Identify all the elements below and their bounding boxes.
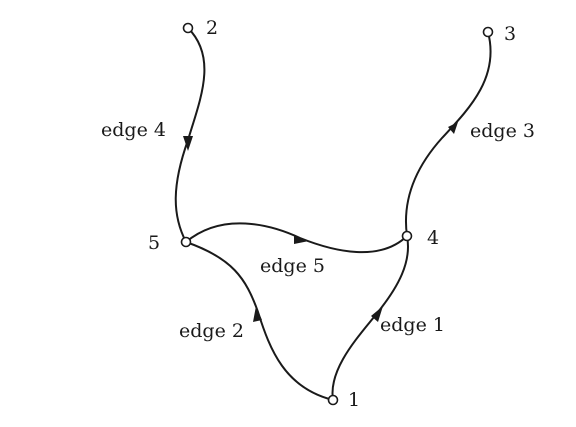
edge-1-arrowhead [371, 306, 383, 322]
edge-4-arrowhead [183, 136, 193, 151]
edge-4-label: edge 4 [101, 119, 166, 141]
node-2 [182, 22, 194, 34]
edge-2-label: edge 2 [179, 320, 244, 342]
node-3-label: 3 [504, 23, 516, 45]
node-2-label: 2 [206, 17, 218, 39]
edge-2-arrowhead [253, 306, 262, 322]
node-1-label: 1 [348, 389, 360, 411]
edge-3-line [405, 31, 492, 237]
node-5 [180, 236, 192, 248]
node-1 [327, 394, 339, 406]
node-4-label: 4 [427, 227, 439, 249]
edge-5-label: edge 5 [260, 255, 325, 277]
edge-3-label: edge 3 [470, 120, 535, 142]
node-5-label: 5 [148, 232, 160, 254]
node-3 [482, 26, 494, 38]
edge-4-line [174, 27, 206, 243]
edge-5-arrowhead [294, 235, 309, 244]
edge-1-label: edge 1 [380, 314, 445, 336]
node-4 [401, 230, 413, 242]
edge-3-arrowhead [448, 122, 458, 134]
